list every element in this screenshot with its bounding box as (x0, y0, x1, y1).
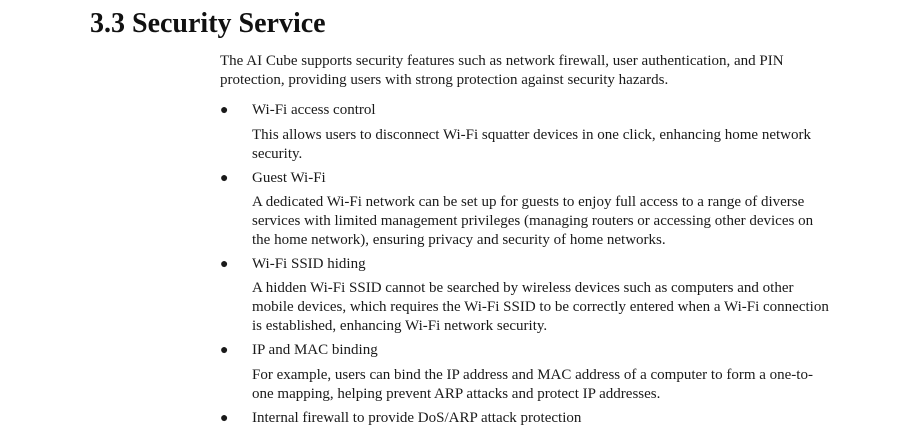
bullet-marker: ● (220, 171, 229, 186)
feature-title: Wi-Fi SSID hiding (252, 256, 366, 272)
feature-title: Wi-Fi access control (252, 102, 376, 118)
feature-description: A hidden Wi-Fi SSID cannot be searched b… (252, 280, 829, 334)
section-heading: 3.3 Security Service (90, 8, 326, 39)
feature-description: A dedicated Wi-Fi network can be set up … (252, 194, 814, 248)
bullet-marker: ● (220, 343, 229, 358)
feature-description: This allows users to disconnect Wi-Fi sq… (252, 127, 811, 162)
bullet-marker: ● (220, 411, 229, 426)
feature-title: Internal firewall to provide DoS/ARP att… (252, 410, 582, 426)
feature-title: Guest Wi-Fi (252, 170, 326, 186)
feature-description: For example, users can bind the IP addre… (252, 367, 813, 402)
feature-title: IP and MAC binding (252, 342, 378, 358)
bullet-marker: ● (220, 257, 229, 272)
intro-paragraph: The AI Cube supports security features s… (220, 53, 784, 88)
bullet-marker: ● (220, 103, 229, 118)
